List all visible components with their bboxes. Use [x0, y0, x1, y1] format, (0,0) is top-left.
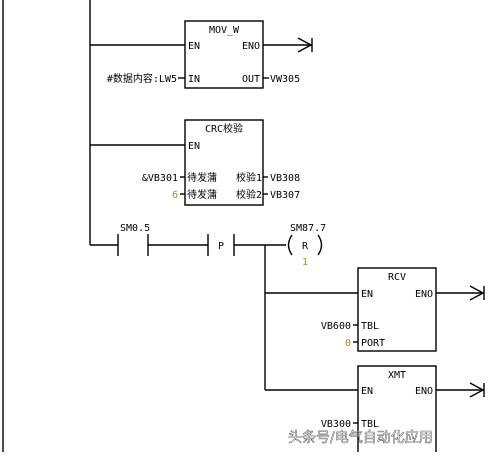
- xmt-eno-pin: ENO: [415, 386, 433, 397]
- xmt-eno-arrow: [469, 382, 485, 398]
- rcv-tbl-pin: TBL: [361, 321, 379, 332]
- reset-coil-right-arc: [317, 234, 323, 256]
- mov-en-pin: EN: [188, 41, 200, 52]
- sm05-contact-address[interactable]: SM0.5: [120, 223, 150, 234]
- rcv-eno-pin: ENO: [415, 289, 433, 300]
- mov-out-pin: OUT: [242, 74, 260, 85]
- xmt-title: XMT: [388, 370, 406, 381]
- rcv-eno-arrow: [469, 285, 485, 301]
- xmt-en-pin: EN: [361, 386, 373, 397]
- reset-coil-count[interactable]: 1: [302, 257, 308, 268]
- p-contact-label: P: [218, 241, 224, 252]
- mov-in-operand[interactable]: #数据内容:LW5: [107, 72, 177, 85]
- crc-out2-operand[interactable]: VB307: [270, 190, 300, 201]
- mov-w-title: MOV_W: [209, 25, 240, 36]
- watermark-text: 头条号/电气自动化应用: [288, 429, 433, 446]
- xmt-box[interactable]: [357, 365, 437, 456]
- mov-out-operand[interactable]: VW305: [270, 74, 300, 85]
- crc-title: CRC校验: [205, 122, 243, 135]
- crc-out2-pin: 校验2: [236, 188, 262, 201]
- xmt-tbl-pin: TBL: [361, 419, 379, 430]
- crc-box[interactable]: [184, 119, 264, 206]
- mov-eno-pin: ENO: [242, 41, 260, 52]
- rcv-title: RCV: [388, 272, 406, 283]
- rcv-tbl-operand[interactable]: VB600: [321, 321, 351, 332]
- mov-eno-arrow: [297, 37, 313, 53]
- reset-coil-address[interactable]: SM87.7: [290, 223, 326, 234]
- crc-en-pin: EN: [188, 141, 200, 152]
- reset-coil-left-arc: [287, 234, 293, 256]
- mov-in-pin: IN: [188, 74, 200, 85]
- crc-in2-pin: 待发蒲: [187, 188, 217, 201]
- crc-in2-operand[interactable]: 6: [172, 190, 178, 201]
- rcv-port-pin: PORT: [361, 338, 385, 349]
- reset-coil-letter: R: [302, 241, 309, 252]
- rcv-port-operand[interactable]: 0: [345, 338, 351, 349]
- crc-out1-pin: 校验1: [236, 171, 262, 184]
- mov-w-box[interactable]: [184, 20, 264, 89]
- crc-in1-operand[interactable]: &VB301: [142, 173, 178, 184]
- crc-out1-operand[interactable]: VB308: [270, 173, 300, 184]
- rcv-en-pin: EN: [361, 289, 373, 300]
- xmt-tbl-operand[interactable]: VB300: [321, 419, 351, 430]
- crc-in1-pin: 待发蒲: [187, 171, 217, 184]
- rcv-box[interactable]: [357, 267, 437, 352]
